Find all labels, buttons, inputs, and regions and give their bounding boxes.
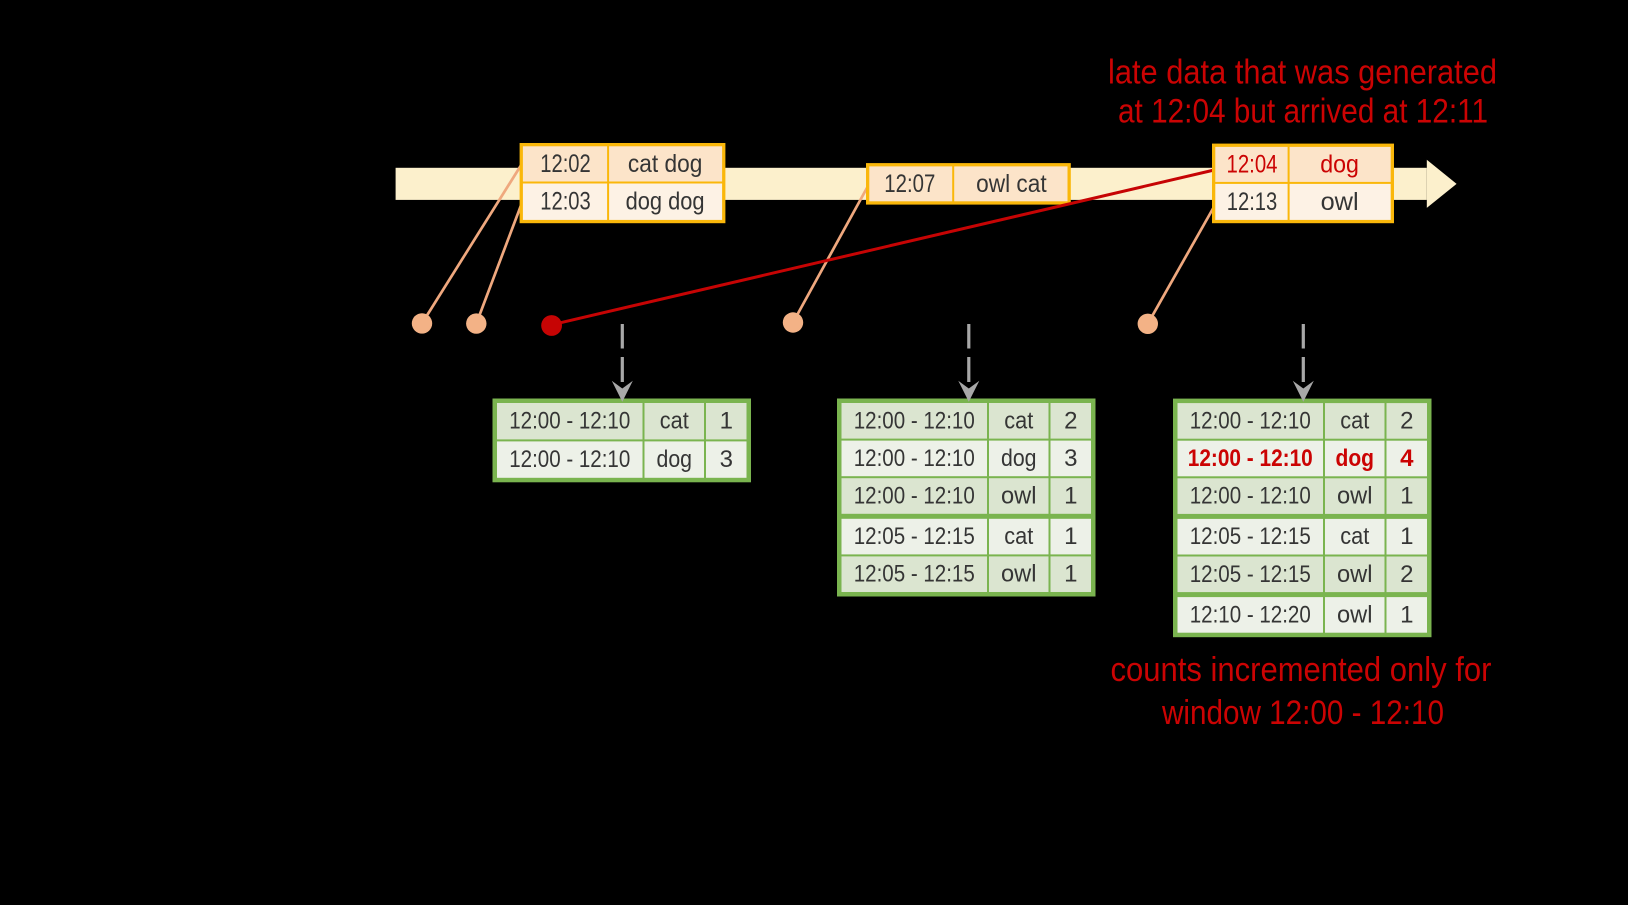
svg-text:owl: owl — [1001, 561, 1037, 588]
svg-text:dog: dog — [1336, 445, 1375, 472]
svg-text:owl: owl — [1337, 483, 1373, 510]
svg-text:3: 3 — [1064, 445, 1077, 472]
svg-text:cat: cat — [660, 408, 689, 435]
svg-text:1: 1 — [1400, 601, 1413, 628]
svg-text:owl: owl — [1337, 561, 1373, 588]
svg-text:cat: cat — [1004, 523, 1033, 550]
svg-text:12:05 - 12:15: 12:05 - 12:15 — [1190, 561, 1311, 588]
svg-text:12:02: 12:02 — [540, 150, 591, 178]
svg-text:dog: dog — [1001, 445, 1037, 472]
svg-text:2: 2 — [1400, 561, 1413, 588]
svg-text:1: 1 — [1064, 561, 1077, 588]
svg-text:12:00 - 12:10: 12:00 - 12:10 — [1188, 445, 1313, 472]
svg-text:12:00 - 12:10: 12:00 - 12:10 — [854, 407, 975, 434]
svg-text:dog: dog — [657, 446, 693, 473]
svg-text:12:05 - 12:15: 12:05 - 12:15 — [854, 523, 975, 550]
svg-text:window 12:00 - 12:10: window 12:00 - 12:10 — [1161, 694, 1444, 732]
svg-text:1: 1 — [1400, 523, 1413, 550]
svg-text:cat: cat — [1340, 523, 1369, 550]
svg-text:12:00 - 12:10: 12:00 - 12:10 — [509, 446, 630, 473]
svg-text:12:00 - 12:10: 12:00 - 12:10 — [854, 445, 975, 472]
svg-text:12:07: 12:07 — [884, 170, 935, 198]
svg-text:12:05 - 12:15: 12:05 - 12:15 — [854, 561, 975, 588]
svg-text:late data that was generated: late data that was generated — [1108, 54, 1497, 92]
svg-text:12:00 - 12:10: 12:00 - 12:10 — [854, 483, 975, 510]
svg-text:1: 1 — [1064, 523, 1077, 550]
svg-text:12:04: 12:04 — [1227, 150, 1278, 178]
svg-text:12:13: 12:13 — [1227, 188, 1278, 216]
svg-text:owl: owl — [1337, 601, 1373, 628]
svg-text:cat: cat — [1004, 407, 1033, 434]
svg-text:12:00 - 12:10: 12:00 - 12:10 — [509, 408, 630, 435]
svg-text:owl: owl — [1321, 188, 1359, 216]
svg-text:1: 1 — [1400, 483, 1413, 510]
svg-text:2: 2 — [1400, 407, 1413, 434]
svg-text:12:05 - 12:15: 12:05 - 12:15 — [1190, 523, 1311, 550]
svg-text:2: 2 — [1064, 407, 1077, 434]
svg-text:1: 1 — [1064, 483, 1077, 510]
svg-text:12:10 - 12:20: 12:10 - 12:20 — [1190, 601, 1311, 628]
svg-text:dog: dog — [1320, 150, 1359, 178]
svg-text:1: 1 — [720, 408, 733, 435]
svg-text:dog dog: dog dog — [626, 188, 705, 216]
svg-text:12:03: 12:03 — [540, 188, 591, 216]
svg-text:at 12:04 but arrived at 12:11: at 12:04 but arrived at 12:11 — [1118, 93, 1488, 131]
svg-text:cat: cat — [1340, 407, 1369, 434]
svg-text:owl: owl — [1001, 483, 1037, 510]
svg-text:4: 4 — [1400, 445, 1414, 472]
svg-text:3: 3 — [720, 446, 733, 473]
svg-text:12:00 - 12:10: 12:00 - 12:10 — [1190, 407, 1311, 434]
svg-text:cat dog: cat dog — [628, 150, 703, 178]
svg-text:owl cat: owl cat — [976, 170, 1047, 198]
svg-text:12:00 - 12:10: 12:00 - 12:10 — [1190, 483, 1311, 510]
svg-text:counts incremented only for: counts incremented only for — [1111, 651, 1492, 689]
